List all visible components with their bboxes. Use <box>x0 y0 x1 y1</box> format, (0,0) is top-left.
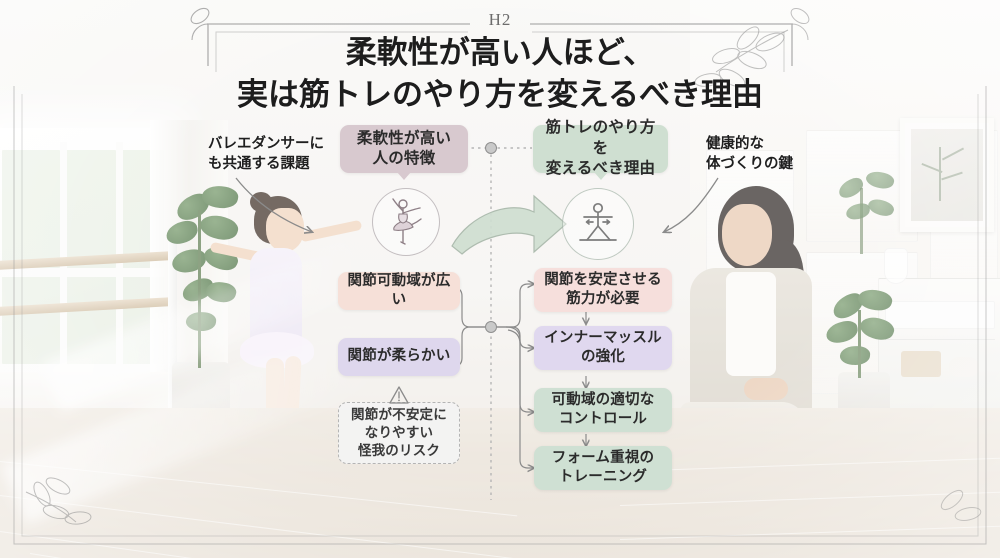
title-line-1: 柔軟性が高い人ほど、 <box>345 35 655 70</box>
right-item-2-line-2: の強化 <box>580 349 626 365</box>
right-item-4-line-2: トレーニング <box>558 469 648 485</box>
right-item-1[interactable]: 関節を安定させる 筋力が必要 <box>534 268 672 312</box>
annotation-right-line-2: 体づくりの鍵 <box>706 156 793 173</box>
right-item-1-line-1: 関節を安定させる <box>544 271 662 288</box>
left-warning-line-1: 関節が不安定に <box>351 407 447 423</box>
stretching-figure-icon-circle <box>562 188 634 260</box>
annotation-right: 健康的な 体づくりの鍵 <box>706 134 793 175</box>
right-item-2-line-1: インナーマッスル <box>544 329 662 346</box>
left-header-line-1: 柔軟性が高い <box>356 129 452 147</box>
right-item-3[interactable]: 可動域の適切な コントロール <box>534 388 672 432</box>
title-block: H2 柔軟性が高い人ほど、 実は筋トレのやり方を変えるべき理由 <box>0 8 1000 116</box>
annotation-left: バレエダンサーに も共通する課題 <box>208 134 324 175</box>
stretching-figure-icon <box>579 202 617 241</box>
left-item-2[interactable]: 関節が柔らかい <box>338 338 460 376</box>
h2-tag: H2 <box>488 10 512 29</box>
annotation-left-line-2: も共通する課題 <box>208 156 310 173</box>
ballerina-icon-circle <box>372 188 440 256</box>
left-warning-line-2: なりやすい <box>364 425 434 441</box>
right-item-4[interactable]: フォーム重視の トレーニング <box>534 446 672 490</box>
right-header-box[interactable]: 筋トレのやり方を 変えるべき理由 <box>533 119 668 180</box>
right-item-3-line-2: コントロール <box>558 411 648 427</box>
left-item-2-label: 関節が柔らかい <box>347 348 451 365</box>
right-item-4-line-1: フォーム重視の <box>551 449 655 466</box>
table-vase <box>884 248 908 284</box>
callout-tail <box>397 172 411 180</box>
title-line-2: 実は筋トレのやり方を変えるべき理由 <box>236 76 764 112</box>
right-item-2[interactable]: インナーマッスル の強化 <box>534 326 672 370</box>
page-title: 柔軟性が高い人ほど、 実は筋トレのやり方を変えるべき理由 <box>0 32 1000 116</box>
right-header-line-1: 筋トレのやり方を <box>545 119 656 157</box>
annotation-right-line-1: 健康的な <box>706 136 764 152</box>
right-item-1-line-2: 筋力が必要 <box>566 291 640 307</box>
wall-art-frame <box>900 118 994 232</box>
left-warning-box[interactable]: 関節が不安定に なりやすい 怪我のリスク <box>338 386 460 464</box>
left-header-box[interactable]: 柔軟性が高い 人の特徴 <box>340 125 468 180</box>
left-item-1-label: 関節可動域が広い <box>347 272 451 308</box>
left-item-1[interactable]: 関節可動域が広い <box>338 272 460 310</box>
right-item-3-line-1: 可動域の適切な <box>551 391 655 408</box>
warning-triangle-icon <box>389 386 409 404</box>
annotation-left-line-1: バレエダンサーに <box>208 136 324 152</box>
left-header-line-2: 人の特徴 <box>372 150 436 167</box>
left-warning-line-3: 怪我のリスク <box>357 442 441 458</box>
ballerina-icon <box>392 198 422 245</box>
callout-tail <box>593 172 608 180</box>
